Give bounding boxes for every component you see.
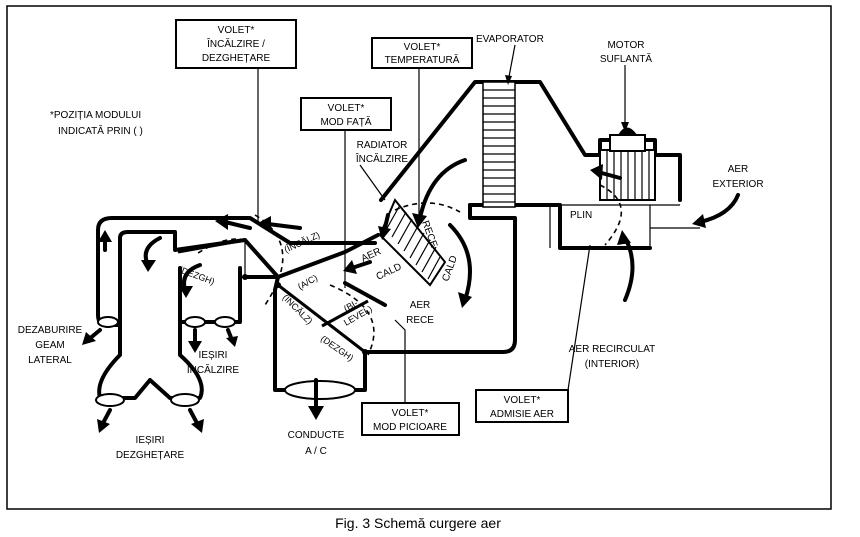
box-volet-mod-picioare: VOLET* MOD PICIOARE (361, 402, 460, 436)
label-iesiri-incalzire-line1: IEȘIRI (199, 350, 228, 361)
box-volet-mod-fata-line2: MOD FAȚĂ (320, 115, 371, 128)
label-motor-line1: MOTOR (607, 40, 644, 51)
label-conducte-line2: A / C (305, 446, 327, 457)
label-plin: PLIN (570, 210, 592, 221)
box-volet-temperatura-line1: VOLET* (404, 42, 441, 53)
box-volet-incalzire: VOLET* ÎNCĂLZIRE / DEZGHEȚARE (175, 19, 297, 69)
label-iesiri-incalzire-line2: ÎNCĂLZIRE (186, 363, 240, 376)
box-volet-admisie-line2: ADMISIE AER (490, 409, 554, 420)
heater-core (378, 198, 447, 287)
label-aer-recirculat-line2: (INTERIOR) (585, 359, 639, 370)
diagram-frame (6, 5, 832, 510)
label-aer-recirculat-line1: AER RECIRCULAT (569, 344, 656, 355)
label-dezaburire-line3: LATERAL (28, 355, 72, 366)
note-line2: INDICATĂ PRIN ( ) (58, 124, 143, 137)
label-radiator-line1: RADIATOR (357, 140, 408, 151)
box-volet-mod-picioare-line1: VOLET* (392, 408, 429, 419)
label-aer-exterior-line2: EXTERIOR (712, 179, 763, 190)
box-volet-incalzire-line2: ÎNCĂLZIRE / (206, 37, 265, 50)
label-conducte-line1: CONDUCTE (288, 430, 345, 441)
box-volet-incalzire-line1: VOLET* (218, 25, 255, 36)
label-dezaburire-line1: DEZABURIRE (18, 325, 83, 336)
door-swing-arcs (194, 184, 623, 356)
label-iesiri-dezghetare-line2: DEZGHEȚARE (116, 450, 185, 461)
box-volet-admisie: VOLET* ADMISIE AER (475, 389, 569, 423)
note-line1: *POZIȚIA MODULUI (50, 110, 141, 121)
label-radiator-line2: ÎNCĂLZIRE (355, 152, 409, 165)
box-volet-temperatura: VOLET* TEMPERATURĂ (371, 37, 473, 69)
box-volet-temperatura-line2: TEMPERATURĂ (385, 53, 460, 66)
label-aer-rece-line1: AER (410, 300, 431, 311)
label-aer-rece-line2: RECE (406, 315, 434, 326)
distribution-ducts (96, 216, 387, 400)
leader-lines (257, 44, 629, 403)
box-volet-incalzire-line3: DEZGHEȚARE (202, 53, 271, 64)
box-volet-mod-fata: VOLET* MOD FAȚĂ (300, 97, 392, 131)
label-ac-mode: (A/C) (296, 273, 319, 292)
evaporator-core (482, 81, 516, 208)
label-aer-exterior-line1: AER (728, 164, 749, 175)
label-motor-line2: SUFLANTĂ (600, 52, 653, 65)
label-evaporator: EVAPORATOR (476, 34, 544, 45)
box-volet-mod-fata-line1: VOLET* (328, 103, 365, 114)
label-aer-cald-line2: CALD (375, 261, 404, 282)
box-volet-mod-picioare-line2: MOD PICIOARE (373, 422, 447, 433)
label-dezaburire-line2: GEAM (35, 340, 64, 351)
label-dezgh-low: (DEZGH) (319, 333, 355, 363)
label-iesiri-dezghetare-line1: IEȘIRI (136, 435, 165, 446)
mode-doors (177, 238, 369, 355)
figure-caption: Fig. 3 Schemă curgere aer (335, 515, 501, 531)
outlet-nozzles (95, 316, 356, 407)
flow-arrows (82, 158, 740, 433)
box-volet-admisie-line1: VOLET* (504, 395, 541, 406)
